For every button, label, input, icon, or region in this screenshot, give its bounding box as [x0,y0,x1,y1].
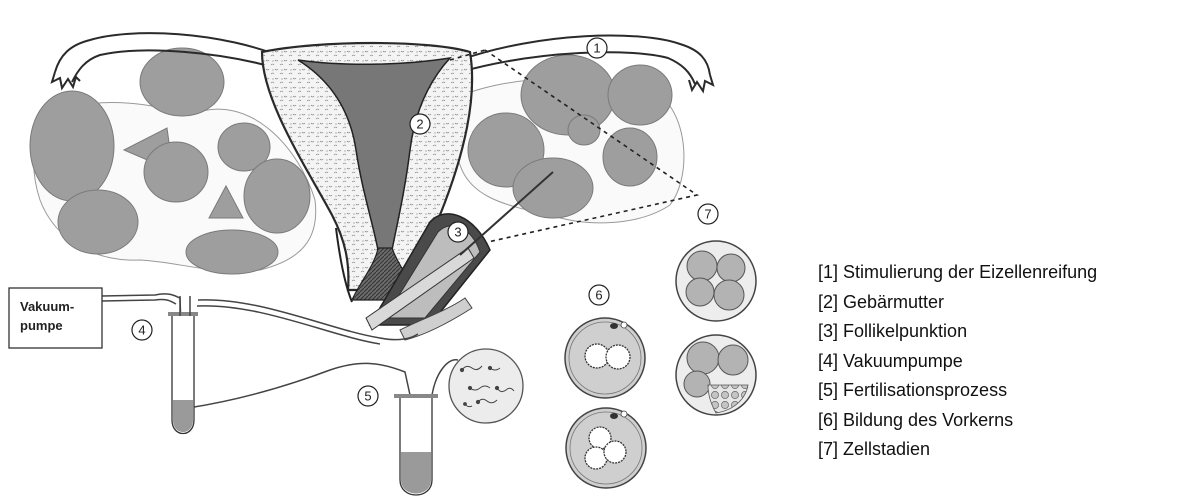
collection-tube [168,296,198,434]
marker-4: 4 [132,320,152,340]
marker-5-label: 5 [364,389,371,404]
cell-stage-four-cell [676,241,756,321]
zygote-lower [566,408,646,488]
marker-6: 6 [589,285,609,305]
right-ovary [449,55,684,223]
legend-item-5: [5] Fertilisationsprozess [818,376,1195,406]
legend-item-2: [2] Gebärmutter [818,288,1195,318]
marker-1: 1 [587,38,607,58]
sperm-sample [449,349,523,423]
marker-1-label: 1 [593,41,600,56]
legend-item-7: [7] Zellstadien [818,435,1195,465]
fertilisation-tube [394,394,438,495]
marker-2: 2 [410,114,430,134]
pump-label-line1: Vakuum- [20,299,74,314]
marker-2-label: 2 [416,117,423,132]
legend-item-4: [4] Vakuumpumpe [818,347,1195,377]
marker-6-label: 6 [595,288,602,303]
pump-label-line2: pumpe [20,318,63,333]
marker-5: 5 [358,386,378,406]
legend-item-3: [3] Follikelpunktion [818,317,1195,347]
marker-7: 7 [698,204,718,224]
marker-3: 3 [448,222,468,242]
marker-7-label: 7 [704,207,711,222]
legend: [1] Stimulierung der Eizellenreifung [2]… [818,258,1195,465]
legend-item-1: [1] Stimulierung der Eizellenreifung [818,258,1195,288]
zygote-upper [565,318,645,398]
cell-stage-morula [676,335,756,415]
vacuum-pump: Vakuum- pumpe [9,288,102,348]
legend-item-6: [6] Bildung des Vorkerns [818,406,1195,436]
marker-4-label: 4 [138,323,145,338]
marker-3-label: 3 [454,225,461,240]
